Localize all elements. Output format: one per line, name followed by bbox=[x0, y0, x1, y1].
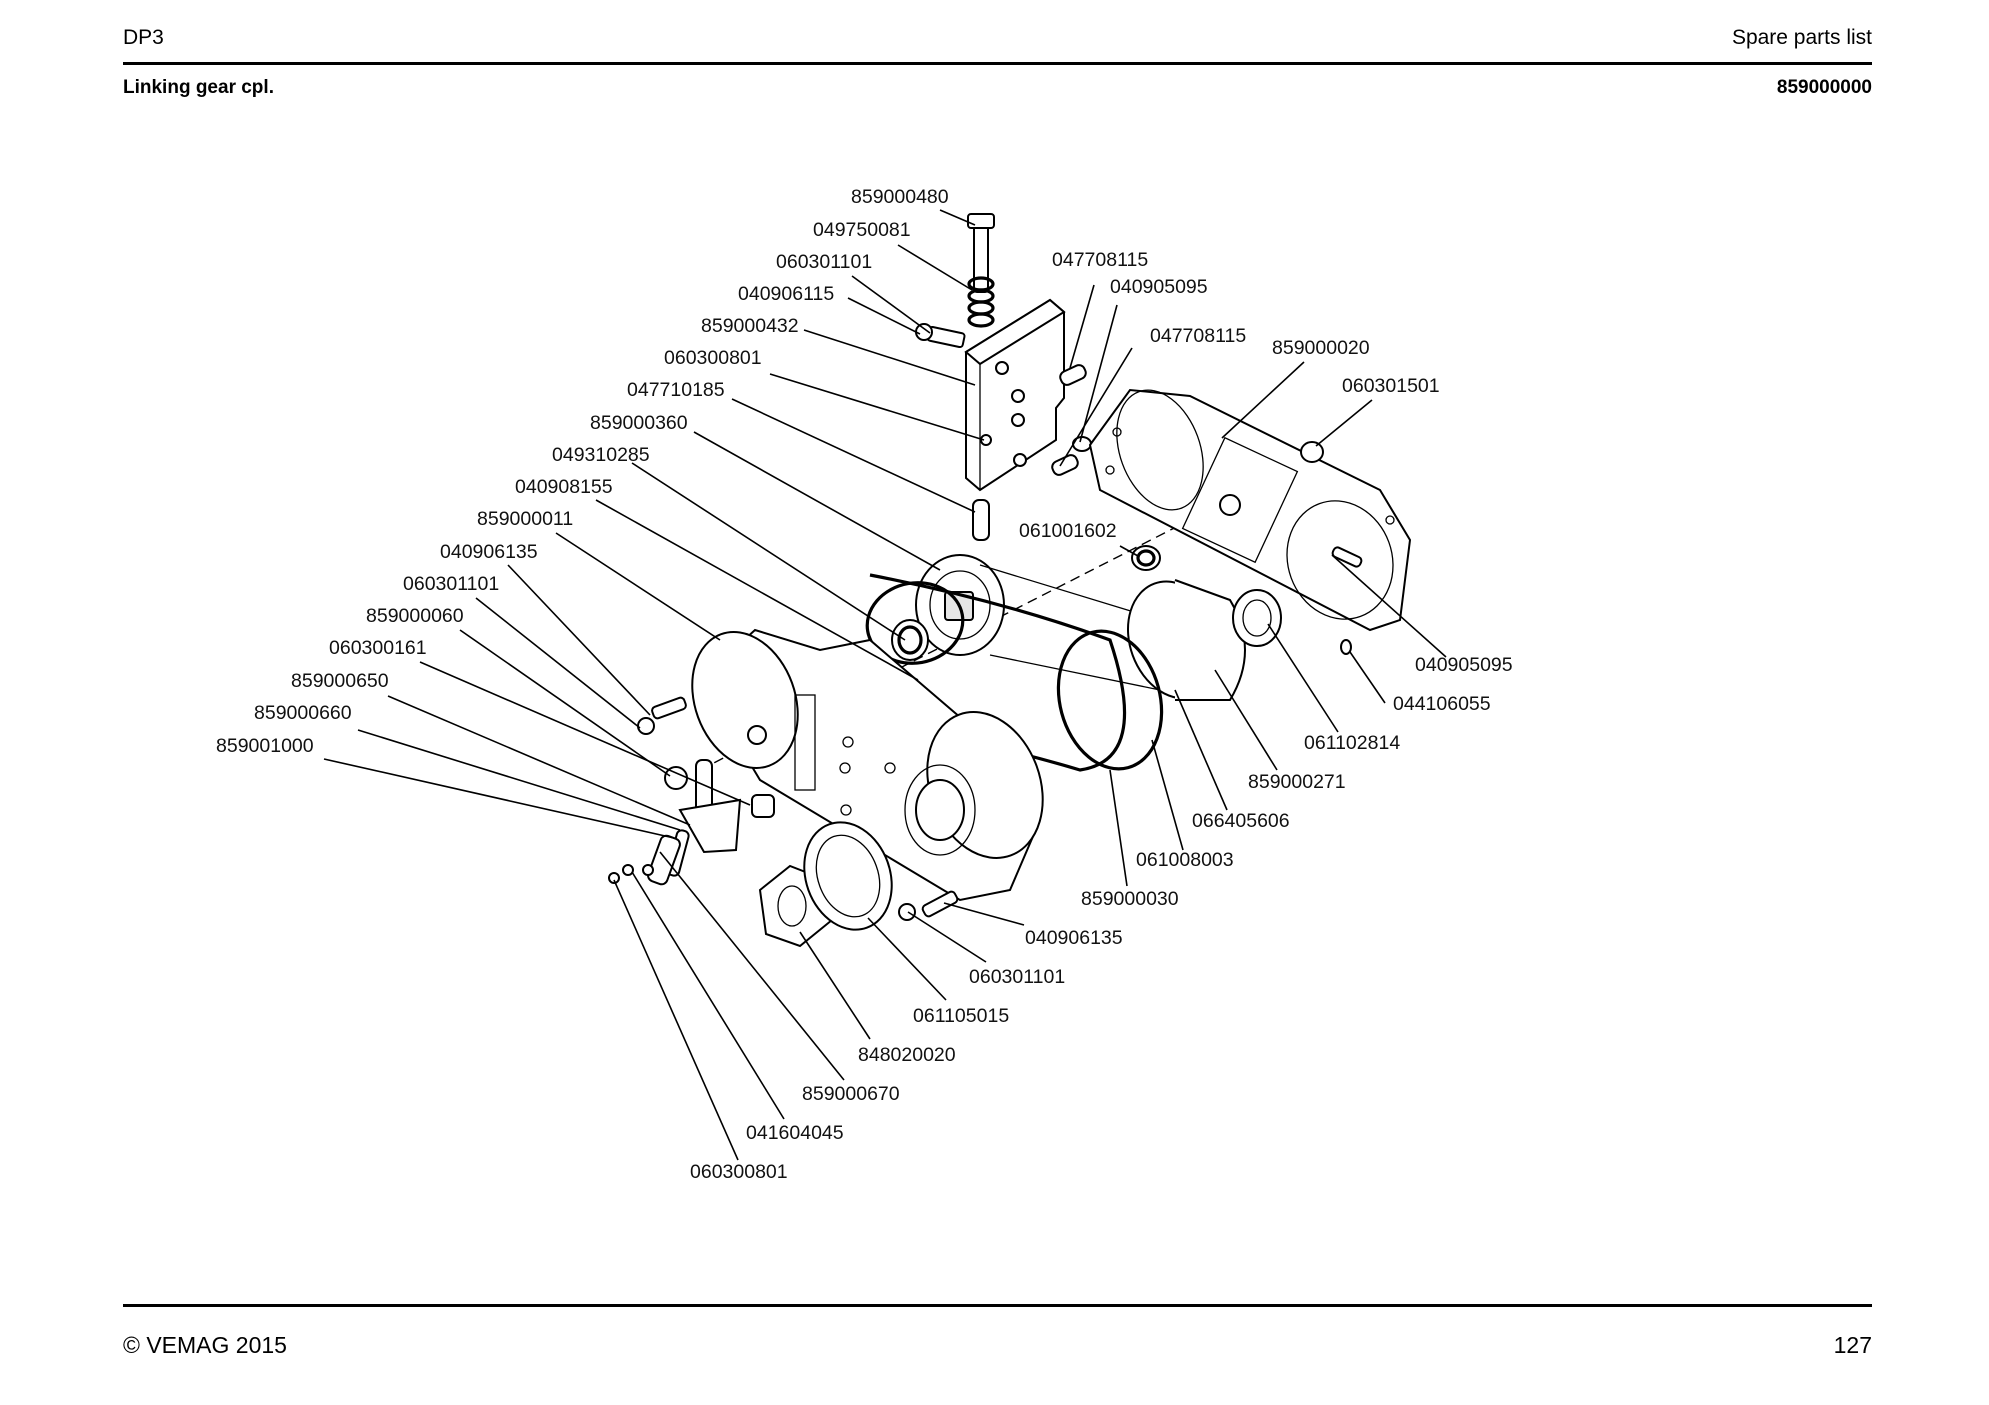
callout-060300801-b: 060300801 bbox=[690, 1161, 788, 1183]
footer-rule bbox=[123, 1304, 1872, 1307]
header-rule bbox=[123, 62, 1872, 65]
leader-lines bbox=[323, 209, 1447, 1161]
callout-859000660: 859000660 bbox=[254, 702, 352, 724]
callout-859000670: 859000670 bbox=[802, 1083, 900, 1105]
callout-040906135: 040906135 bbox=[440, 541, 538, 563]
callout-060301101: 060301101 bbox=[776, 251, 872, 273]
callout-859000432: 859000432 bbox=[701, 315, 799, 337]
callout-060300801: 060300801 bbox=[664, 347, 762, 369]
assembly-title: Linking gear cpl. bbox=[123, 77, 274, 98]
callout-049750081: 049750081 bbox=[813, 219, 911, 241]
part-drawings bbox=[608, 213, 1412, 948]
callout-859000030: 859000030 bbox=[1081, 888, 1179, 910]
copyright: © VEMAG 2015 bbox=[123, 1332, 287, 1358]
callout-040905095-b: 040905095 bbox=[1415, 654, 1513, 676]
callout-047710185: 047710185 bbox=[627, 379, 725, 401]
callout-040905095: 040905095 bbox=[1110, 276, 1208, 298]
callout-060301501: 060301501 bbox=[1342, 375, 1440, 397]
callout-049310285: 049310285 bbox=[552, 444, 650, 466]
callout-061105015: 061105015 bbox=[913, 1005, 1009, 1027]
callout-859001000: 859001000 bbox=[216, 735, 314, 757]
part-callouts: 859000480 049750081 060301101 040906115 … bbox=[216, 186, 1513, 1183]
callout-061001602: 061001602 bbox=[1019, 520, 1117, 542]
callout-066405606: 066405606 bbox=[1192, 810, 1290, 832]
callout-041604045: 041604045 bbox=[746, 1122, 844, 1144]
page-number: 127 bbox=[1833, 1332, 1872, 1358]
callout-859000480: 859000480 bbox=[851, 186, 949, 208]
callout-060301101-b: 060301101 bbox=[403, 573, 499, 595]
callout-060301101-c: 060301101 bbox=[969, 966, 1065, 988]
callout-061008003: 061008003 bbox=[1136, 849, 1234, 871]
callout-859000360: 859000360 bbox=[590, 412, 688, 434]
callout-848020020: 848020020 bbox=[858, 1044, 956, 1066]
header-document-code: DP3 bbox=[123, 26, 164, 49]
assembly-number: 859000000 bbox=[1776, 77, 1872, 98]
callout-061102814: 061102814 bbox=[1304, 732, 1400, 754]
callout-040906115: 040906115 bbox=[738, 283, 834, 305]
callout-859000271: 859000271 bbox=[1248, 771, 1346, 793]
callout-859000011: 859000011 bbox=[477, 508, 573, 530]
callout-044106055: 044106055 bbox=[1393, 693, 1491, 715]
header-document-type: Spare parts list bbox=[1731, 26, 1872, 49]
callout-040908155: 040908155 bbox=[515, 476, 613, 498]
callout-040906135-b: 040906135 bbox=[1025, 927, 1123, 949]
callout-859000060: 859000060 bbox=[366, 605, 464, 627]
callout-859000650: 859000650 bbox=[291, 670, 389, 692]
callout-047708115: 047708115 bbox=[1052, 249, 1148, 271]
callout-859000020: 859000020 bbox=[1272, 337, 1370, 359]
callout-047708115-b: 047708115 bbox=[1150, 325, 1246, 347]
callout-060300161: 060300161 bbox=[329, 637, 427, 659]
